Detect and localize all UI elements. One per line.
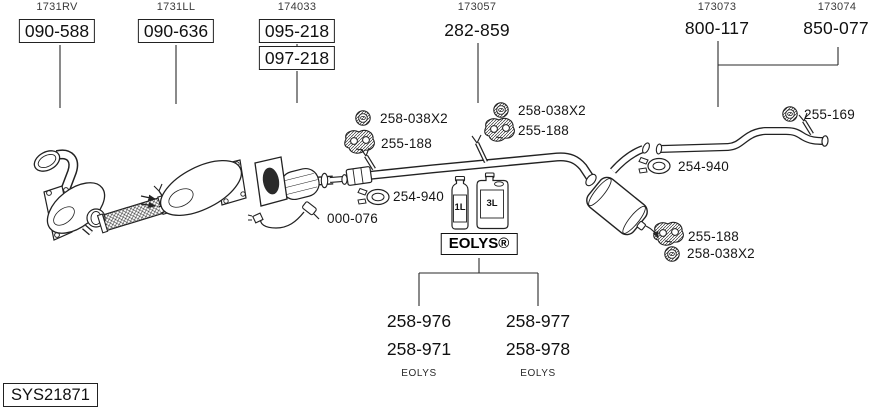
- kit-part-number: 258-978: [505, 339, 571, 359]
- hardware-part-label: 000-076: [327, 211, 378, 226]
- kit-part-number: 258-971: [386, 339, 452, 359]
- pipe-clamp-icon: [357, 187, 390, 206]
- muffler-drawing: [585, 142, 659, 240]
- bottle-volume-label: 1L: [454, 202, 466, 213]
- part-number-box: 097-218: [258, 46, 336, 70]
- kit-part-number: 258-976: [386, 311, 452, 331]
- oe-ref-label: 173073: [697, 1, 737, 13]
- front-pipe-drawing: [33, 149, 106, 241]
- rubber-mount-icon: [355, 110, 371, 126]
- hardware-part-label: 258-038X2: [518, 103, 586, 118]
- middle-pipe-drawing: [345, 134, 595, 186]
- kit-part-number: 258-977: [505, 311, 571, 331]
- part-number: 282-859: [444, 20, 510, 40]
- oxygen-sensor-drawing: [247, 201, 320, 229]
- dpf-drawing: [254, 156, 348, 207]
- eolys-brand-box: EOLYS®: [440, 233, 518, 255]
- pipe-clamp-icon: [638, 156, 671, 175]
- oe-ref-label: 173057: [457, 1, 497, 13]
- part-number: 850-077: [803, 18, 869, 38]
- part-number-box: 090-636: [137, 19, 215, 43]
- part-number-box: 095-218: [258, 19, 336, 43]
- oe-ref-label: 173074: [817, 1, 857, 13]
- rubber-mount-icon: [782, 106, 798, 122]
- hardware-part-label: 254-940: [678, 159, 729, 174]
- hanger-bracket-icon: [344, 129, 375, 154]
- hardware-part-label: 258-038X2: [380, 111, 448, 126]
- kit-note: EOLYS: [401, 368, 437, 379]
- part-number: 800-117: [684, 18, 750, 38]
- hardware-part-label: 258-038X2: [687, 246, 755, 261]
- oe-ref-label: 1731LL: [156, 1, 196, 13]
- hardware-part-label: 255-188: [518, 123, 569, 138]
- hanger-bracket-icon: [484, 117, 515, 142]
- connector-lines: [59, 41, 839, 306]
- hanger-bracket-icon: [653, 221, 684, 246]
- part-number-box: 090-588: [18, 19, 96, 43]
- flex-pipe-drawing: [96, 183, 169, 234]
- additive-bottles-drawing: [451, 172, 509, 230]
- catalytic-converter-drawing: [158, 159, 247, 217]
- hardware-part-label: 255-169: [804, 107, 855, 122]
- oe-ref-label: 174033: [277, 1, 317, 13]
- tail-pipe-drawing: [655, 112, 829, 155]
- assembly-arrows: [140, 194, 157, 209]
- rubber-mount-icon: [664, 246, 680, 262]
- oe-ref-label: 1731RV: [36, 1, 78, 13]
- system-code-box: SYS21871: [3, 383, 98, 407]
- bottle-volume-label: 3L: [486, 198, 498, 209]
- hardware-part-label: 255-188: [688, 229, 739, 244]
- hardware-part-label: 254-940: [393, 189, 444, 204]
- hardware-part-label: 255-188: [381, 136, 432, 151]
- rubber-mount-icon: [493, 102, 509, 118]
- kit-note: EOLYS: [520, 368, 556, 379]
